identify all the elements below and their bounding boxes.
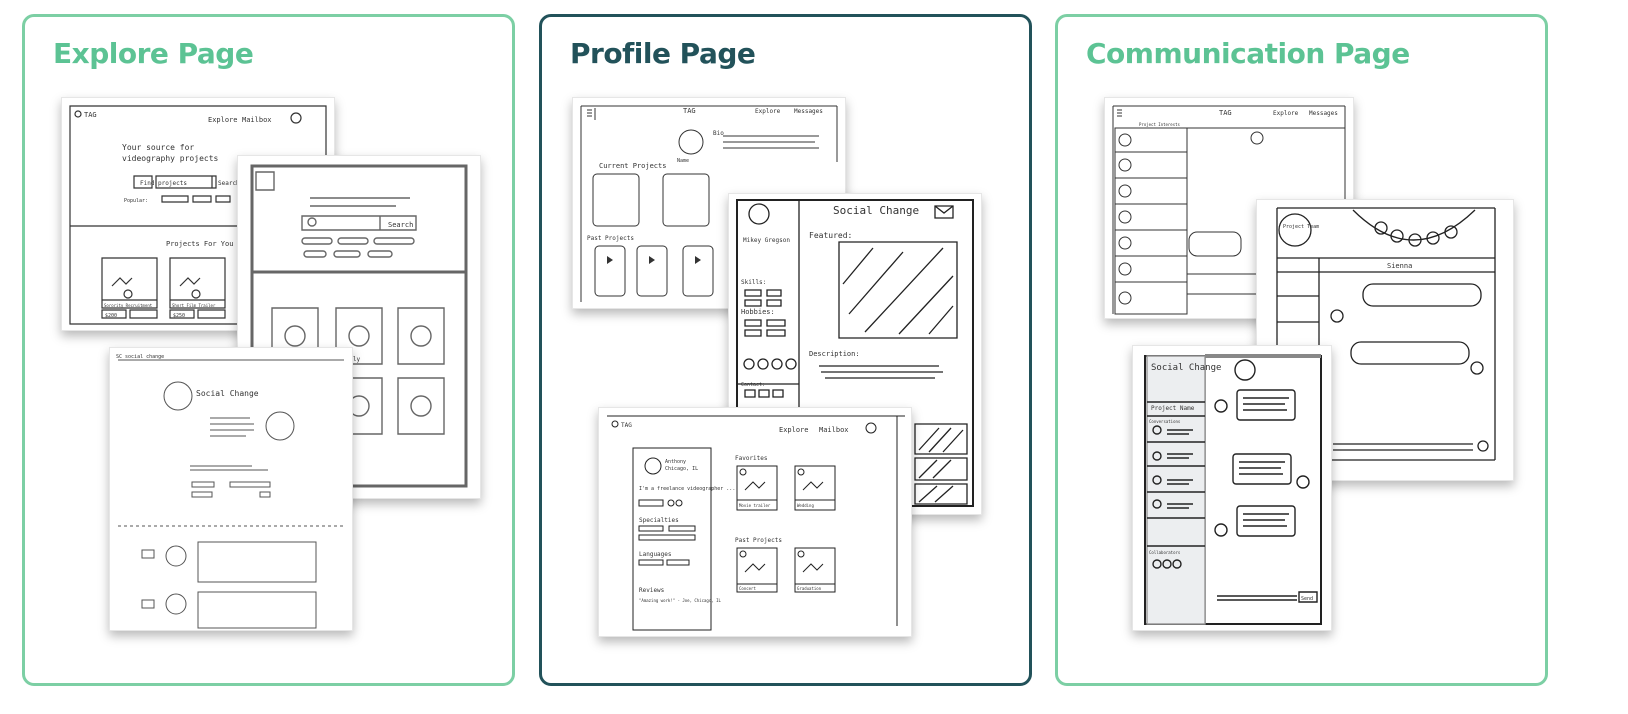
sk-search: Search (218, 180, 240, 187)
svg-text:Past Projects: Past Projects (735, 537, 782, 544)
svg-text:TAG: TAG (1219, 109, 1232, 117)
svg-text:Hobbies:: Hobbies: (741, 308, 775, 316)
svg-text:Contact:: Contact: (741, 382, 765, 388)
svg-text:Concert: Concert (739, 586, 756, 591)
svg-text:TAG: TAG (683, 107, 696, 115)
profile-anthony-sketch: TAG Explore Mailbox Anthony Chicago, IL … (598, 407, 912, 637)
sk-pfy: Projects For You (166, 240, 233, 248)
svg-text:SC social change: SC social change (116, 354, 164, 360)
svg-text:Description:: Description: (809, 350, 860, 358)
panel-title-explore: Explore Page (53, 37, 254, 70)
communication-page-panel: Communication Page TAG Explore Messages … (1055, 14, 1548, 686)
svg-text:Explore: Explore (1273, 110, 1299, 117)
svg-text:Graduation: Graduation (797, 586, 822, 591)
svg-text:Social Change: Social Change (833, 204, 919, 217)
sk-find: Find projects (140, 180, 187, 187)
sk-mailbox: Mailbox (242, 116, 272, 124)
svg-text:Social Change: Social Change (1151, 363, 1221, 373)
svg-text:Collaborators: Collaborators (1149, 550, 1181, 555)
panel-title-profile: Profile Page (570, 37, 756, 70)
svg-text:Project Team: Project Team (1283, 224, 1319, 230)
svg-text:Name: Name (677, 158, 689, 164)
svg-text:Project Name: Project Name (1151, 405, 1195, 412)
explore-page-panel: Explore Page TAG Explore Mailb (22, 14, 515, 686)
svg-text:Bio: Bio (713, 130, 724, 137)
svg-text:Mikey Gregson: Mikey Gregson (743, 237, 790, 244)
svg-text:Sorority Recruitment: Sorority Recruitment (104, 303, 153, 308)
svg-text:Social Change: Social Change (196, 389, 259, 398)
svg-text:I'm a freelance videographer .: I'm a freelance videographer ... (639, 486, 735, 492)
svg-text:Send: Send (1301, 596, 1313, 602)
comm-group-chat-sketch: Project Team Sienna (1256, 199, 1514, 481)
svg-text:Mailbox: Mailbox (819, 426, 849, 434)
svg-text:Specialties: Specialties (639, 517, 679, 524)
svg-text:"Amazing work!" - Joe, Chicago: "Amazing work!" - Joe, Chicago, IL (639, 598, 721, 603)
sk-tag: TAG (84, 111, 97, 119)
svg-text:Favorites: Favorites (735, 455, 768, 462)
svg-text:Messages: Messages (1309, 110, 1338, 117)
svg-text:Wedding: Wedding (797, 503, 814, 508)
explore-project-sketch: SC social change Social Change (109, 347, 353, 631)
svg-text:Current Projects: Current Projects (599, 162, 666, 170)
profile-page-panel: Profile Page TAG Explore Messages Bio Na (539, 14, 1032, 686)
svg-text:Messages: Messages (794, 108, 823, 115)
svg-text:Past Projects: Past Projects (587, 235, 634, 242)
sk-popular: Popular: (124, 198, 148, 204)
svg-text:Explore: Explore (755, 108, 781, 115)
svg-text:$250: $250 (173, 313, 185, 319)
svg-text:Featured:: Featured: (809, 231, 852, 240)
svg-text:$200: $200 (105, 313, 117, 319)
svg-text:Reviews: Reviews (639, 587, 665, 594)
svg-text:Short Film Trailer: Short Film Trailer (172, 303, 216, 308)
svg-text:Chicago, IL: Chicago, IL (665, 466, 698, 472)
svg-text:Your source for: Your source for (122, 143, 194, 152)
svg-text:Search: Search (388, 221, 413, 229)
svg-text:Explore: Explore (779, 426, 809, 434)
svg-text:Skills:: Skills: (741, 279, 766, 286)
svg-text:TAG: TAG (621, 422, 632, 429)
panel-title-communication: Communication Page (1086, 37, 1410, 70)
svg-text:Project Interests: Project Interests (1139, 122, 1181, 127)
svg-text:Conversations: Conversations (1149, 419, 1181, 424)
svg-text:Languages: Languages (639, 551, 672, 558)
svg-text:Anthony: Anthony (665, 459, 686, 465)
svg-text:Sienna: Sienna (1387, 262, 1412, 270)
svg-text:Movie trailer: Movie trailer (739, 503, 771, 508)
sk-explore: Explore (208, 116, 238, 124)
svg-text:videography projects: videography projects (122, 154, 219, 163)
comm-project-chat-sketch: Social Change Project Name Conversations… (1132, 345, 1332, 631)
